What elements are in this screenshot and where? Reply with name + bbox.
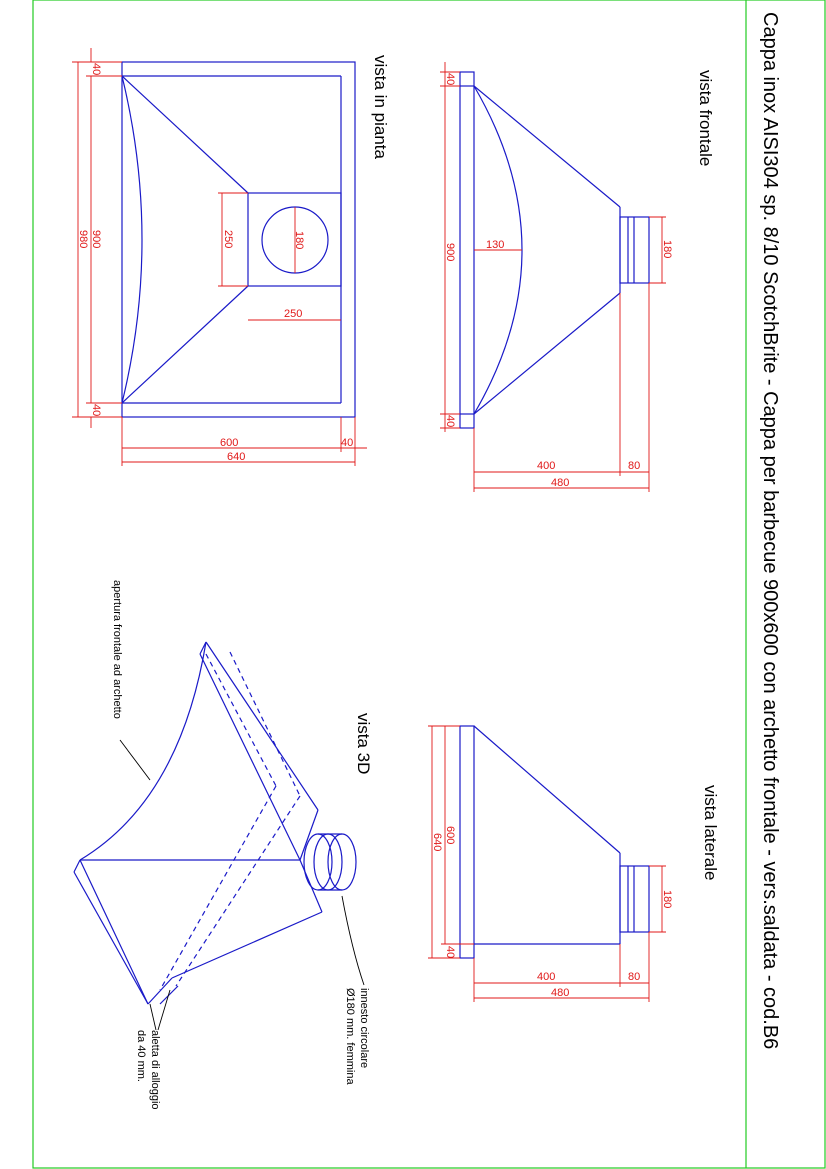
plan-view: vista in pianta 40 900 980 40 250 180 25… (72, 48, 390, 466)
plan-outer-rect (121, 61, 356, 418)
iso-rim-cap (199, 641, 207, 655)
front-slope-top (473, 85, 621, 208)
front-base-rect (459, 71, 475, 429)
side-slope (473, 725, 621, 854)
dim-side-180: 180 (661, 890, 673, 908)
side-base-rect (459, 725, 475, 959)
iso-back-bottom-2 (159, 985, 179, 1005)
dim-side-400: 400 (537, 971, 555, 983)
note-innesto-1: innesto circolare (358, 988, 370, 1068)
iso-bottom-rim-1 (79, 859, 149, 1005)
dim-plan-180: 180 (293, 231, 305, 249)
view-3d: vista 3D apertura frontale ad archetto (73, 580, 373, 1110)
dim-side-640: 640 (431, 833, 443, 851)
side-view-label: vista laterale (701, 785, 720, 880)
dim-front-400: 400 (537, 460, 555, 472)
dim-plan-250-v: 250 (222, 230, 234, 248)
dim-side-480: 480 (551, 987, 569, 999)
note-aletta-1: aletta di alloggio (149, 1030, 161, 1110)
iso-top-rim-2 (199, 653, 301, 861)
side-view: vista laterale 600 640 40 180 400 80 480 (428, 725, 720, 1002)
iso-hidden-3 (229, 651, 301, 797)
plan-edge-bottom (121, 285, 249, 404)
dim-plan-600: 600 (220, 437, 238, 449)
iso-hidden-1 (205, 653, 277, 787)
iso-front-lip (73, 871, 149, 1005)
dim-front-130: 130 (486, 239, 504, 251)
dim-plan-40-h: 40 (341, 437, 353, 449)
dim-front-480: 480 (551, 477, 569, 489)
dim-plan-40-bot: 40 (90, 404, 102, 416)
iso-back-bottom (147, 977, 173, 1005)
dim-front-40-bot: 40 (444, 415, 456, 427)
iso-top-front (299, 809, 319, 861)
dim-front-180: 180 (661, 240, 673, 258)
plan-front-arc (121, 75, 143, 404)
dim-front-40-top: 40 (444, 73, 456, 85)
plan-collar-square (247, 192, 342, 287)
iso-back-side (171, 911, 323, 979)
iso-front-arch (79, 641, 207, 861)
leader-aletta-2 (157, 989, 171, 1031)
iso-lip-cap (73, 859, 81, 873)
dim-plan-640: 640 (227, 451, 245, 463)
note-innesto-2: Ø180 mm. femmina (344, 988, 356, 1085)
note-aletta-2: da 40 mm. (135, 1030, 147, 1082)
iso-top-rim-1 (205, 641, 319, 811)
dim-plan-980: 980 (77, 230, 89, 248)
dim-front-900: 900 (444, 243, 456, 261)
dim-side-80: 80 (628, 971, 640, 983)
plan-edge-top (121, 75, 249, 194)
leader-aletta-1 (149, 1003, 157, 1031)
view-3d-label: vista 3D (354, 713, 373, 774)
dim-plan-250-h: 250 (284, 308, 302, 320)
leader-apertura (119, 739, 151, 781)
dim-front-80: 80 (628, 460, 640, 472)
plan-view-label: vista in pianta (371, 55, 390, 159)
dim-side-40: 40 (444, 946, 456, 958)
dim-plan-900: 900 (90, 230, 102, 248)
iso-hidden-2 (159, 785, 277, 991)
iso-hidden-4 (175, 795, 301, 987)
dim-side-600: 600 (444, 826, 456, 844)
dim-plan-40-top: 40 (90, 63, 102, 75)
front-slope-bot (473, 292, 621, 415)
front-view: vista frontale 40 900 40 130 180 (440, 62, 715, 492)
note-apertura: apertura frontale ad archetto (111, 580, 123, 719)
front-view-label: vista frontale (696, 70, 715, 166)
sheet-border (32, 0, 826, 1169)
leader-innesto (341, 895, 365, 986)
drawing-title: Cappa inox AISI304 sp. 8/10 ScotchBrite … (759, 12, 781, 1049)
